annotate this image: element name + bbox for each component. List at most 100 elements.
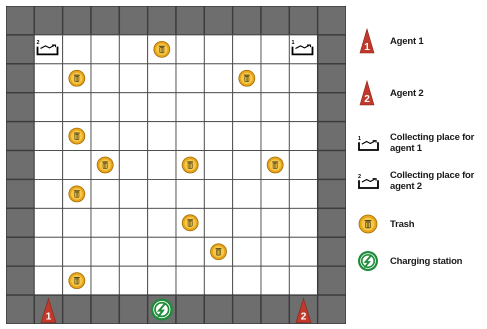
- wall-cell: [204, 6, 232, 35]
- floor-cell: [91, 93, 119, 122]
- wall-cell: [91, 295, 119, 324]
- floor-cell: [148, 237, 176, 266]
- trash-icon: [69, 186, 85, 202]
- floor-cell: [91, 179, 119, 208]
- wall-cell: [318, 208, 346, 237]
- floor-cell: [91, 237, 119, 266]
- floor-cell: [176, 35, 204, 64]
- floor-cell: [119, 122, 147, 151]
- wall-cell: [34, 6, 62, 35]
- floor-cell: [233, 151, 261, 180]
- floor-cell: [233, 266, 261, 295]
- floor-cell: [289, 122, 317, 151]
- wall-cell: [6, 35, 34, 64]
- floor-cell: [148, 122, 176, 151]
- charging-station-icon: [151, 299, 173, 321]
- trash-icon: [69, 70, 85, 86]
- floor-cell: [233, 122, 261, 151]
- floor-cell: [91, 208, 119, 237]
- agent-number-label: 1: [46, 312, 52, 323]
- floor-cell: [34, 179, 62, 208]
- floor-cell: [176, 266, 204, 295]
- floor-cell: [289, 151, 317, 180]
- floor-cell: [289, 179, 317, 208]
- floor-cell: [63, 35, 91, 64]
- floor-cell: [204, 64, 232, 93]
- trash-icon: [182, 215, 198, 231]
- floor-cell: [34, 64, 62, 93]
- floor-cell: [119, 179, 147, 208]
- trash-icon: [97, 157, 113, 173]
- floor-cell: [34, 237, 62, 266]
- wall-cell: [233, 6, 261, 35]
- wall-cell: [289, 6, 317, 35]
- wall-cell: [318, 6, 346, 35]
- collecting-place-number-label: 2: [37, 40, 40, 46]
- wall-cell: [6, 6, 34, 35]
- wall-cell: [261, 6, 289, 35]
- wall-cell: [318, 151, 346, 180]
- floor-cell: [63, 208, 91, 237]
- floor-cell: [233, 208, 261, 237]
- floor-cell: [261, 35, 289, 64]
- floor-cell: [233, 93, 261, 122]
- floor-cell: [148, 93, 176, 122]
- floor-cell: [233, 179, 261, 208]
- floor-cell: [148, 266, 176, 295]
- floor-cell: [204, 35, 232, 64]
- floor-cell: [204, 179, 232, 208]
- wall-cell: [63, 6, 91, 35]
- wall-cell: [6, 64, 34, 93]
- wall-cell: [318, 266, 346, 295]
- floor-cell: [119, 237, 147, 266]
- floor-cell: [176, 122, 204, 151]
- charging-station-icon: [356, 246, 382, 276]
- agent-number-label: 1: [364, 42, 370, 53]
- legend-label: Charging station: [390, 246, 486, 276]
- collecting-place-number-label: 2: [358, 174, 361, 180]
- wall-cell: [318, 237, 346, 266]
- floor-cell: [176, 93, 204, 122]
- wall-cell: [6, 208, 34, 237]
- legend-item-collecting-place-1: 1Collecting place for agent 1: [352, 128, 487, 158]
- wall-cell: [176, 6, 204, 35]
- floor-cell: [91, 35, 119, 64]
- legend-label: Agent 2: [390, 78, 486, 108]
- floor-cell: [204, 151, 232, 180]
- floor-cell: [148, 208, 176, 237]
- wall-cell: [6, 295, 34, 324]
- floor-cell: [261, 208, 289, 237]
- floor-cell: [204, 93, 232, 122]
- trash-icon: [154, 41, 170, 57]
- wall-cell: [6, 151, 34, 180]
- floor-cell: [148, 151, 176, 180]
- floor-cell: [176, 64, 204, 93]
- wall-cell: [119, 6, 147, 35]
- floor-cell: [176, 237, 204, 266]
- wall-cell: [318, 64, 346, 93]
- wall-cell: [148, 6, 176, 35]
- agent-number-label: 2: [301, 312, 307, 323]
- wall-cell: [6, 266, 34, 295]
- floor-cell: [261, 122, 289, 151]
- wall-cell: [318, 35, 346, 64]
- trash-icon: [239, 70, 255, 86]
- legend-item-collecting-place-2: 2 Collecting place for agent 2: [352, 166, 487, 196]
- floor-cell: [289, 208, 317, 237]
- legend-label: Collecting place for agent 2: [390, 166, 486, 196]
- wall-cell: [6, 93, 34, 122]
- wall-cell: [91, 6, 119, 35]
- floor-cell: [289, 266, 317, 295]
- wall-cell: [318, 179, 346, 208]
- floor-cell: [34, 151, 62, 180]
- floor-cell: [289, 64, 317, 93]
- floor-cell: [261, 64, 289, 93]
- trash-icon: [211, 244, 227, 260]
- floor-cell: [261, 179, 289, 208]
- floor-cell: [34, 208, 62, 237]
